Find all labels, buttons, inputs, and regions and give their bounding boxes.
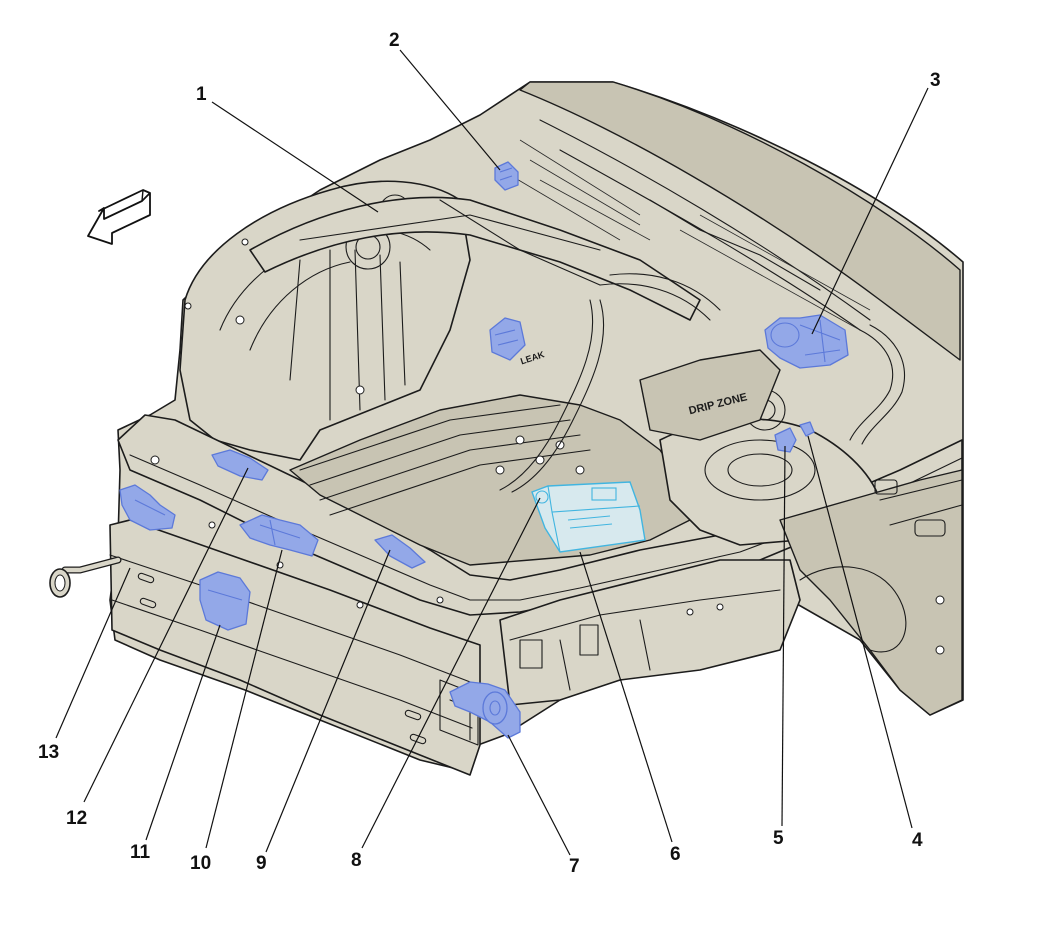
callout-1: 1: [196, 84, 207, 105]
component-upper-bracket: [211, 449, 269, 481]
callout-11: 11: [130, 842, 151, 863]
callout-3: 3: [930, 70, 941, 91]
callout-6: 6: [670, 844, 681, 865]
component-6-module: [531, 481, 646, 553]
component-1: [489, 317, 526, 361]
component-4: [799, 421, 815, 437]
component-5: [774, 427, 797, 453]
vehicle-front-structure: DRIP ZONE LEAK: [109, 81, 964, 776]
highlighted-components: [119, 161, 849, 739]
callout-9: 9: [256, 853, 267, 874]
component-9-10: [239, 514, 319, 557]
component-2: [494, 161, 519, 191]
callout-5: 5: [773, 828, 784, 849]
callout-13: 13: [38, 742, 59, 763]
component-7-horn: [449, 681, 521, 739]
callout-labels: 1 2 3 4 5 6 7 8 9 10 11 12 13: [38, 30, 941, 877]
component-8: [374, 534, 426, 569]
front-direction-arrow: [87, 189, 151, 245]
component-11-sensor: [199, 571, 251, 631]
leader-lines: [55, 49, 929, 856]
callout-12: 12: [66, 808, 87, 829]
callout-8: 8: [351, 850, 362, 871]
tow-hook: [49, 556, 122, 598]
callout-4: 4: [912, 830, 923, 851]
callout-2: 2: [389, 30, 400, 51]
component-3: [764, 314, 849, 369]
callout-7: 7: [569, 856, 580, 877]
callout-10: 10: [190, 853, 211, 874]
component-12-bracket: [119, 484, 176, 531]
